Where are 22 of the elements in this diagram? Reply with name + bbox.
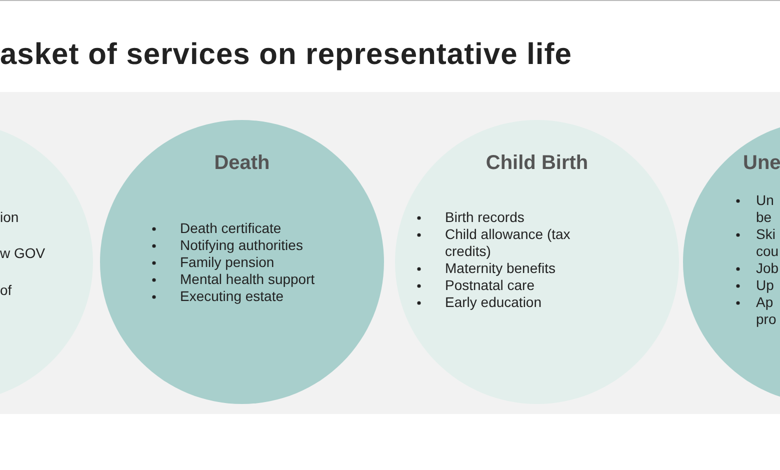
list-item: Executing estate <box>180 288 285 305</box>
circle-heading: Une <box>743 152 780 175</box>
list-item: Early education <box>445 294 543 311</box>
list-item: Postnatal care <box>445 277 536 294</box>
list-item: Notifying authorities <box>180 237 304 254</box>
circle-heading: Death <box>214 152 270 175</box>
list-item: Child allowance (tax credits) <box>445 226 572 260</box>
circle-heading: Child Birth <box>486 152 588 175</box>
list-item: Up <box>756 277 775 294</box>
list-item: Maternity benefits <box>445 260 556 277</box>
list-item: Family pension <box>180 254 276 271</box>
list-item: Ski cou <box>756 226 780 260</box>
list-item: ion <box>0 209 20 226</box>
list-item: Ap pro <box>756 294 778 328</box>
list-item: of <box>0 282 13 299</box>
title: asket of services on representative life <box>0 38 572 72</box>
list-item: Birth records <box>445 209 526 226</box>
list-item: Death certificate <box>180 220 282 237</box>
list-item: w GOV <box>0 245 46 262</box>
list-item: Job <box>756 260 780 277</box>
list-item: Un be <box>756 192 775 226</box>
list-item: Mental health support <box>180 271 316 288</box>
